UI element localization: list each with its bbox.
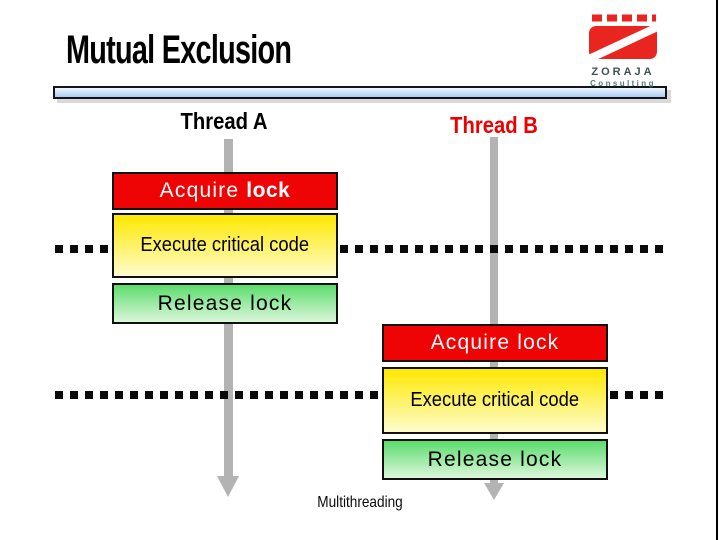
footer-label: Multithreading xyxy=(317,494,403,511)
thread-b-release-lock-label: Release lock xyxy=(427,447,563,471)
slide-right-border xyxy=(716,0,718,540)
critical-section-boundary-line-1 xyxy=(55,245,668,253)
thread-b-execute-critical-code-label: Execute critical code xyxy=(410,389,580,411)
thread-b-execute-critical-code-box: Execute critical code xyxy=(382,367,608,434)
slide-title: Mutual Exclusion xyxy=(66,28,292,72)
thread-b-arrow-down-icon xyxy=(484,483,504,500)
critical-section-boundary-line-2 xyxy=(55,391,668,399)
logo-company-name: ZORAJA xyxy=(591,66,655,78)
title-underline-bar xyxy=(53,86,667,99)
thread-a-label: Thread A xyxy=(180,108,268,134)
thread-b-acquire-lock-label: Acquire lock xyxy=(430,331,560,354)
thread-b-release-lock-box: Release lock xyxy=(382,439,608,480)
zoraja-logo: ZORAJA Consulting xyxy=(584,14,662,88)
thread-a-execute-critical-code-box: Execute critical code xyxy=(112,213,338,278)
thread-b-timeline xyxy=(490,137,498,484)
zoraja-logo-icon xyxy=(589,14,657,59)
thread-a-execute-critical-code-label: Execute critical code xyxy=(140,234,310,256)
thread-a-release-lock-box: Release lock xyxy=(112,283,338,324)
thread-a-arrow-down-icon xyxy=(217,476,239,497)
thread-b-label: Thread B xyxy=(450,112,538,138)
logo-tagline: Consulting xyxy=(590,79,656,88)
thread-b-acquire-lock-box: Acquire lock xyxy=(382,324,608,362)
thread-a-release-lock-label: Release lock xyxy=(157,291,293,315)
